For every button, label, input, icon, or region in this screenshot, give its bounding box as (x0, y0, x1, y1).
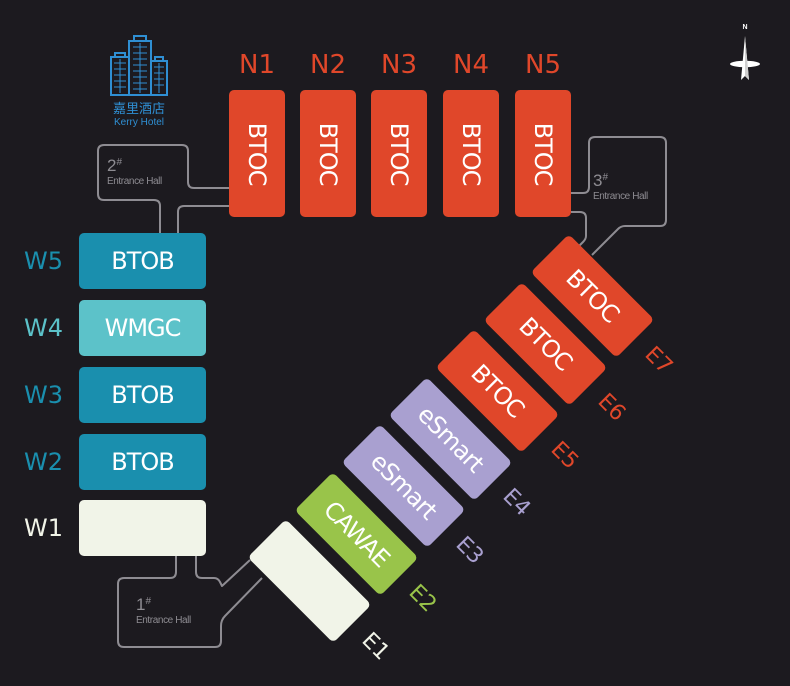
entrance-hall-label: Entrance Hall (593, 191, 648, 202)
hall-label-w2: W2 (24, 448, 63, 476)
hall-zone-label: BTOC (385, 122, 413, 185)
hall-n2[interactable]: BTOC (300, 90, 356, 217)
hall-zone-label: BTOB (111, 448, 174, 476)
entrance-hall-2-outline (97, 144, 229, 233)
entrance-hall-1: 1# Entrance Hall (136, 596, 191, 626)
entrance-hall-number: 3 (593, 171, 603, 190)
entrance-hall-1-outline (117, 556, 263, 648)
entrance-hall-3: 3# Entrance Hall (593, 172, 648, 202)
compass: N (728, 24, 762, 84)
entrance-hall-label: Entrance Hall (107, 176, 162, 187)
hall-label-n1: N1 (239, 50, 275, 80)
hall-w4[interactable]: WMGC (79, 300, 206, 356)
compass-north-label: N (742, 24, 748, 31)
hall-w2[interactable]: BTOB (79, 434, 206, 490)
entrance-hall-1-corridor (195, 556, 251, 587)
entrance-hall-3-outline (571, 136, 667, 256)
hall-zone-label: BTOB (111, 381, 174, 409)
hall-label-w5: W5 (24, 247, 63, 275)
hall-w1[interactable] (79, 500, 206, 556)
hall-zone-label: BTOC (314, 122, 342, 185)
hall-w5[interactable]: BTOB (79, 233, 206, 289)
hotel-name-zh: 嘉里酒店 (112, 102, 165, 117)
kerry-hotel-landmark: 嘉里酒店 Kerry Hotel (104, 33, 174, 129)
hall-n5[interactable]: BTOC (515, 90, 571, 217)
hall-n1[interactable]: BTOC (229, 90, 285, 217)
entrance-hall-mark: # (116, 157, 123, 168)
hall-label-w3: W3 (24, 381, 63, 409)
hall-label-n4: N4 (453, 50, 489, 80)
hall-n3[interactable]: BTOC (371, 90, 427, 217)
entrance-hall-2-corridor (177, 205, 229, 233)
entrance-hall-mark: # (145, 596, 152, 607)
hall-label-n5: N5 (525, 50, 561, 80)
entrance-hall-number: 2 (107, 156, 117, 175)
entrance-hall-3-corridor (571, 211, 587, 253)
hall-zone-label: BTOC (529, 122, 557, 185)
hall-label-n3: N3 (381, 50, 417, 80)
entrance-hall-2: 2# Entrance Hall (107, 157, 162, 187)
hall-label-w4: W4 (24, 314, 63, 342)
hall-zone-label: BTOC (457, 122, 485, 185)
hall-zone-label: WMGC (104, 314, 182, 342)
hall-label-n2: N2 (310, 50, 346, 80)
hall-zone-label: BTOC (243, 122, 271, 185)
building-icon (110, 35, 168, 96)
hotel-name-en: Kerry Hotel (113, 117, 164, 128)
hall-n4[interactable]: BTOC (443, 90, 499, 217)
hall-w3[interactable]: BTOB (79, 367, 206, 423)
hall-zone-label: BTOB (111, 247, 174, 275)
entrance-hall-label: Entrance Hall (136, 615, 191, 626)
north-arrow-icon (730, 36, 760, 80)
entrance-hall-mark: # (602, 172, 609, 183)
hall-label-w1: W1 (24, 514, 63, 542)
entrance-hall-number: 1 (136, 595, 146, 614)
